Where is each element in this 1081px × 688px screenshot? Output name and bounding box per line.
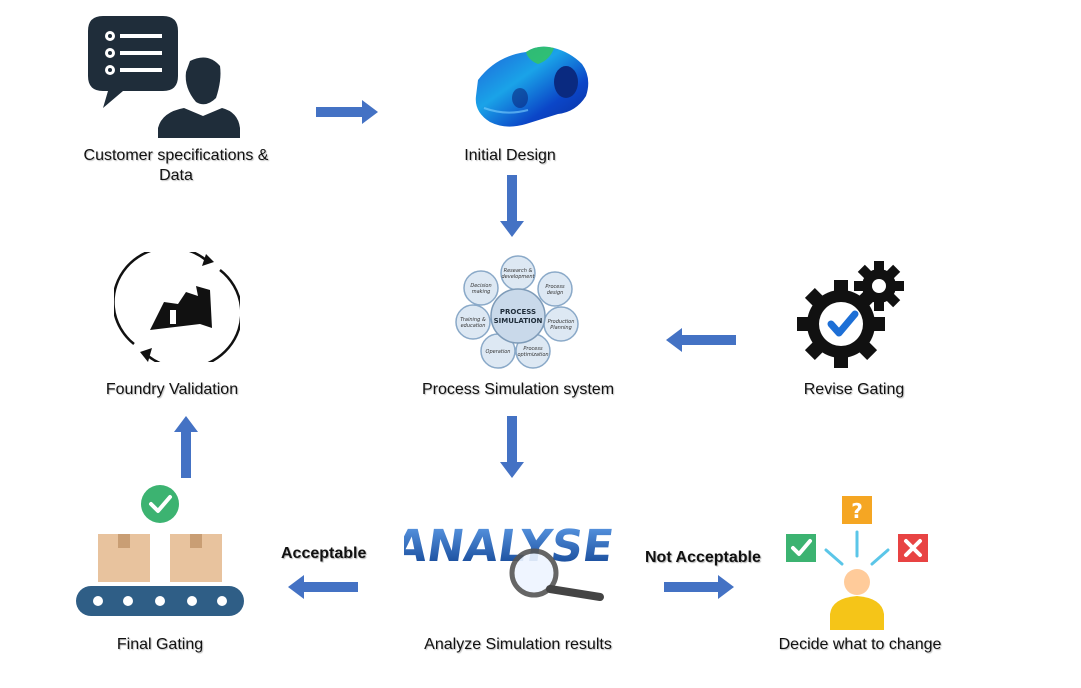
node-analyze-simulation-results: Analyze Simulation results — [424, 636, 612, 653]
edge-label-not-acceptable: Not Acceptable — [645, 549, 761, 566]
svg-text:?: ? — [851, 499, 863, 523]
arrow-customer-to-design — [316, 100, 378, 124]
arrow-analyze-to-decide — [664, 575, 734, 599]
edge-label-acceptable: Acceptable — [281, 545, 367, 562]
initial-design-part-icon — [475, 46, 589, 127]
svg-text:Decision: Decision — [470, 283, 491, 289]
revise-gears-icon — [797, 261, 904, 368]
customer-specs-icon — [88, 16, 240, 138]
node-process-simulation-system: Process Simulation system — [421, 381, 615, 398]
svg-text:Process: Process — [545, 284, 565, 290]
arrow-revise-to-simulation — [666, 328, 736, 352]
svg-text:making: making — [472, 289, 491, 295]
svg-text:Production: Production — [548, 319, 575, 325]
svg-text:Planning: Planning — [550, 325, 572, 331]
svg-text:SIMULATION: SIMULATION — [494, 317, 543, 325]
svg-text:PROCESS: PROCESS — [500, 308, 536, 316]
arrow-final-to-foundry — [174, 416, 198, 478]
arrow-analyze-to-final — [288, 575, 358, 599]
analyse-word: ANALYSE — [404, 521, 614, 572]
final-gating-conveyor-icon — [76, 485, 244, 616]
svg-text:Research &: Research & — [504, 268, 533, 274]
svg-text:design: design — [547, 290, 564, 296]
node-foundry-validation: Foundry Validation — [105, 381, 239, 398]
analyse-magnifier-icon: ANALYSE — [404, 521, 614, 601]
svg-text:optimization: optimization — [517, 352, 548, 358]
arrow-design-to-simulation — [500, 175, 524, 237]
svg-text:Operation: Operation — [486, 349, 511, 355]
node-customer-specifications: Customer specifications & Data — [83, 147, 269, 184]
node-decide-what-to-change: Decide what to change — [778, 636, 942, 653]
arrow-simulation-to-analyze — [500, 416, 524, 478]
node-revise-gating: Revise Gating — [803, 381, 905, 398]
node-initial-design: Initial Design — [464, 147, 556, 164]
svg-text:education: education — [461, 323, 486, 329]
node-final-gating: Final Gating — [116, 636, 204, 653]
foundry-validation-icon — [114, 252, 240, 362]
decide-person-icon: ? — [786, 496, 928, 630]
svg-text:Process: Process — [523, 346, 543, 352]
svg-text:Training &: Training & — [460, 317, 486, 323]
svg-text:development: development — [502, 274, 536, 280]
